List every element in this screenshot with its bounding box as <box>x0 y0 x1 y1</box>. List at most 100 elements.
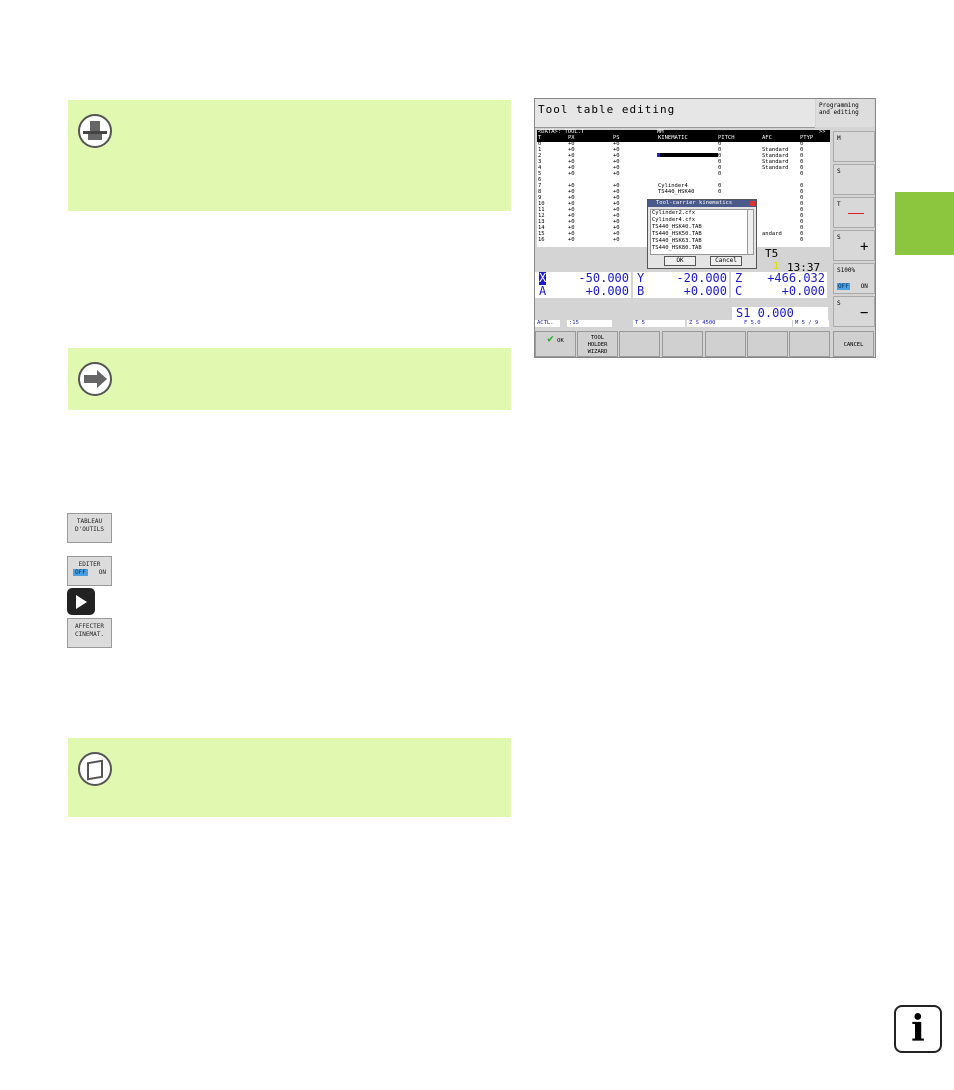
table-cell[interactable]: 0 <box>718 183 722 189</box>
cancel-softkey[interactable]: CANCEL <box>833 331 874 357</box>
table-cell[interactable]: 0 <box>800 225 804 231</box>
table-cell[interactable]: +0 <box>568 183 575 189</box>
table-cell[interactable]: 0 <box>800 231 804 237</box>
table-cell[interactable]: 6 <box>538 177 542 183</box>
table-row[interactable]: 3 +0 +0 0 Standard 0 <box>537 159 830 166</box>
table-cell[interactable]: 0 <box>800 183 804 189</box>
table-cell[interactable]: +0 <box>613 147 620 153</box>
table-cell[interactable]: Standard <box>762 159 789 165</box>
table-cell[interactable]: 0 <box>538 141 542 147</box>
empty-softkey[interactable] <box>747 331 788 357</box>
table-cell[interactable]: 0 <box>800 201 804 207</box>
kinematics-list-item[interactable]: TS440_HSK50.TAB <box>652 231 702 237</box>
table-row[interactable]: 11 +0 +0 0 <box>537 207 830 214</box>
column-header[interactable]: PTYP <box>800 135 814 141</box>
table-cell[interactable]: 7 <box>538 183 542 189</box>
kinematics-list-item[interactable]: Cylinder4.cfx <box>652 217 696 223</box>
table-cell[interactable]: +0 <box>613 237 620 243</box>
table-cell[interactable]: 0 <box>800 171 804 177</box>
column-header[interactable]: KINEMATIC <box>658 135 688 141</box>
more-columns[interactable]: >> <box>819 129 826 135</box>
table-cell[interactable]: 14 <box>538 225 545 231</box>
table-cell[interactable]: +0 <box>568 195 575 201</box>
table-row[interactable]: 6 <box>537 177 830 184</box>
column-header[interactable]: AFC <box>762 135 772 141</box>
side-softkey-s-plus[interactable]: S+ <box>833 230 875 261</box>
table-cell[interactable]: 0 <box>718 165 722 171</box>
side-softkey-m[interactable]: M <box>833 131 875 162</box>
table-cell[interactable]: 0 <box>800 237 804 243</box>
table-cell[interactable]: +0 <box>613 207 620 213</box>
table-cell[interactable]: +0 <box>568 201 575 207</box>
table-cell[interactable]: 0 <box>800 153 804 159</box>
table-cell[interactable]: +0 <box>568 165 575 171</box>
side-softkey-s100[interactable]: S100%OFF ON <box>833 263 875 294</box>
empty-softkey[interactable] <box>619 331 660 357</box>
table-cell[interactable]: +0 <box>613 195 620 201</box>
table-cell[interactable]: 0 <box>800 159 804 165</box>
table-cell[interactable]: 16 <box>538 237 545 243</box>
side-softkey-t[interactable]: T <box>833 197 875 228</box>
table-cell[interactable]: 8 <box>538 189 542 195</box>
table-cell[interactable]: 5 <box>538 171 542 177</box>
table-cell[interactable]: 15 <box>538 231 545 237</box>
dialog-scrollbar[interactable] <box>747 209 754 255</box>
selected-cell[interactable] <box>657 153 718 157</box>
table-cell[interactable]: +0 <box>568 189 575 195</box>
table-cell[interactable]: 0 <box>718 147 722 153</box>
table-cell[interactable]: andard <box>762 231 782 237</box>
kinematics-list-item[interactable]: TS440_HSK63.TAB <box>652 238 702 244</box>
table-cell[interactable]: Standard <box>762 147 789 153</box>
table-cell[interactable]: Standard <box>762 165 789 171</box>
table-cell[interactable]: +0 <box>613 183 620 189</box>
table-cell[interactable]: 0 <box>800 219 804 225</box>
close-icon[interactable] <box>750 201 755 206</box>
table-cell[interactable]: +0 <box>568 225 575 231</box>
table-cell[interactable]: +0 <box>568 147 575 153</box>
kinematics-list-item[interactable]: Cylinder2.cfx <box>652 210 696 216</box>
table-cell[interactable]: +0 <box>568 141 575 147</box>
table-cell[interactable]: 3 <box>538 159 542 165</box>
table-cell[interactable]: +0 <box>613 219 620 225</box>
table-cell[interactable]: +0 <box>613 231 620 237</box>
column-header[interactable]: PITCH <box>718 135 735 141</box>
next-key[interactable] <box>67 588 95 615</box>
ok-softkey[interactable]: ✔ OK <box>535 331 576 357</box>
table-cell[interactable]: +0 <box>568 213 575 219</box>
side-softkey-s[interactable]: S <box>833 164 875 195</box>
table-cell[interactable]: +0 <box>613 189 620 195</box>
table-cell[interactable]: +0 <box>568 159 575 165</box>
table-cell[interactable]: +0 <box>568 237 575 243</box>
table-cell[interactable]: 12 <box>538 213 545 219</box>
table-cell[interactable]: 13 <box>538 219 545 225</box>
table-cell[interactable]: 0 <box>718 159 722 165</box>
kinematics-list-item[interactable]: TS440_HSK40.TAB <box>652 224 702 230</box>
table-cell[interactable]: +0 <box>568 207 575 213</box>
table-cell[interactable]: 0 <box>800 141 804 147</box>
table-cell[interactable]: 0 <box>718 141 722 147</box>
side-softkey-s-minus[interactable]: S− <box>833 296 875 327</box>
dialog-ok-button[interactable]: OK <box>664 256 696 266</box>
table-cell[interactable]: +0 <box>613 159 620 165</box>
table-row[interactable]: 14 +0 +0 0 <box>537 225 830 232</box>
table-cell[interactable]: +0 <box>568 171 575 177</box>
table-cell[interactable]: +0 <box>613 225 620 231</box>
table-cell[interactable]: 0 <box>800 195 804 201</box>
table-cell[interactable]: 11 <box>538 207 545 213</box>
table-cell[interactable]: +0 <box>613 165 620 171</box>
table-cell[interactable]: 0 <box>800 207 804 213</box>
table-cell[interactable]: 0 <box>718 153 722 159</box>
table-cell[interactable]: 1 <box>538 147 542 153</box>
